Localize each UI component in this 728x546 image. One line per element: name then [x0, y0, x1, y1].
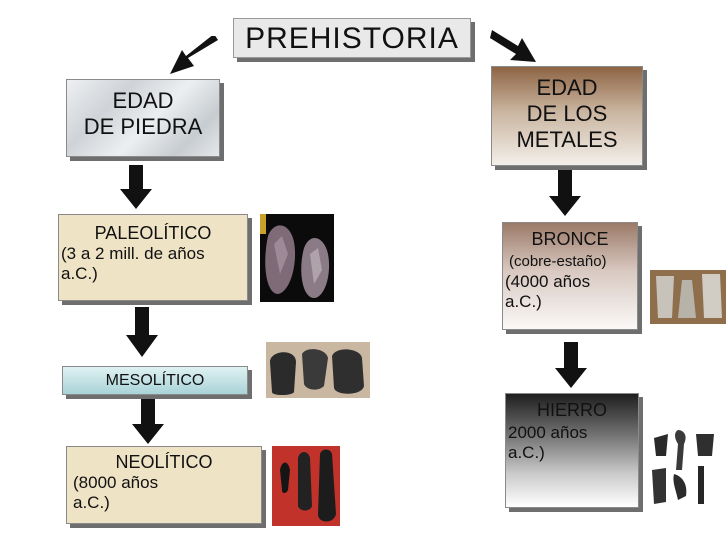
- page-title: PREHISTORIA: [245, 22, 459, 55]
- paleolithic-title: PALEOLÍTICO: [94, 223, 212, 243]
- neolithic-date-line-2: a.C.): [73, 493, 110, 512]
- mesolithic-title: MESOLÍTICO: [105, 372, 205, 389]
- mesolithic-tools-image: [266, 342, 370, 398]
- bronze-line-1: (cobre-estaño): [509, 253, 607, 270]
- arrow-down-right-icon: [490, 30, 536, 62]
- iron-line-2: a.C.): [508, 443, 545, 462]
- paleolithic-date-line-1: (3 a 2 mill. de años: [61, 244, 205, 263]
- bronze-box: BRONCE (cobre-estaño) (4000 años a.C.): [502, 222, 638, 330]
- neolithic-title: NEOLÍTICO: [115, 452, 213, 472]
- metal-age-line-3: METALES: [516, 127, 618, 152]
- paleolithic-tools-image: [260, 214, 334, 302]
- mesolithic-box: MESOLÍTICO: [62, 366, 248, 395]
- arrow-down-icon: [120, 165, 152, 209]
- iron-tools-image: [648, 426, 722, 510]
- arrow-down-icon: [132, 398, 164, 444]
- iron-box: HIERRO 2000 años a.C.): [505, 393, 639, 508]
- stone-age-box: EDAD DE PIEDRA: [66, 79, 220, 157]
- neolithic-box: NEOLÍTICO (8000 años a.C.): [66, 446, 262, 524]
- bronze-line-3: a.C.): [505, 292, 542, 311]
- bronze-line-2: (4000 años: [505, 272, 591, 291]
- neolithic-date-line-1: (8000 años: [73, 473, 159, 492]
- arrow-down-icon: [126, 307, 158, 357]
- metal-age-box: EDAD DE LOS METALES: [491, 66, 643, 166]
- bronze-title: BRONCE: [531, 229, 609, 249]
- paleolithic-box: PALEOLÍTICO (3 a 2 mill. de años a.C.): [58, 214, 248, 301]
- neolithic-tools-image: [272, 446, 340, 526]
- stone-age-line-2: DE PIEDRA: [83, 114, 203, 139]
- bronze-tools-image: [650, 270, 726, 324]
- iron-line-1: 2000 años: [508, 423, 588, 442]
- metal-age-line-1: EDAD: [536, 75, 598, 100]
- metal-age-line-2: DE LOS: [526, 101, 608, 126]
- stone-age-line-1: EDAD: [112, 88, 174, 113]
- arrow-down-left-icon: [170, 36, 218, 74]
- title-box: PREHISTORIA: [233, 18, 471, 58]
- arrow-down-icon: [555, 342, 587, 388]
- arrow-down-icon: [549, 170, 581, 216]
- iron-title: HIERRO: [536, 400, 607, 420]
- paleolithic-date-line-2: a.C.): [61, 264, 98, 283]
